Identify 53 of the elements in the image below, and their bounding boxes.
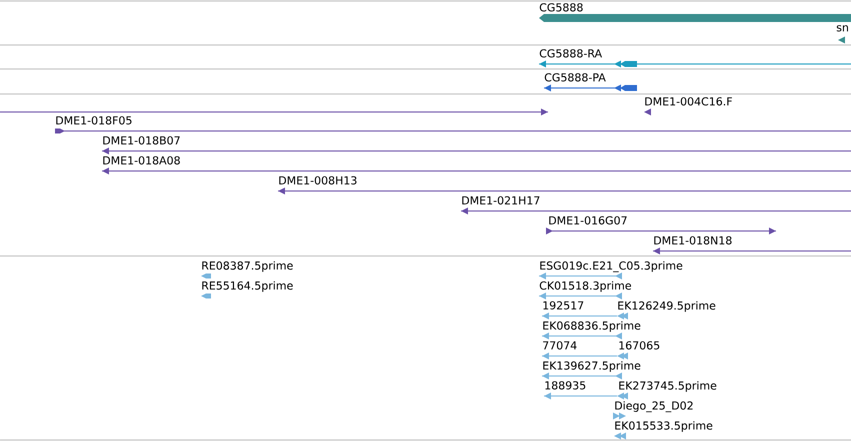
node-label: DME1-021H17 bbox=[462, 196, 540, 205]
gene-feature: 192517 bbox=[542, 301, 618, 320]
gene-feature: 167065 bbox=[617, 341, 660, 360]
node-label: ESG019c.E21_C05.3prime bbox=[540, 261, 682, 272]
node-label: RE55164.5prime bbox=[202, 281, 293, 292]
node-label: CK01518.3prime bbox=[540, 281, 632, 292]
node-label: EK273745.5prime bbox=[619, 381, 716, 392]
node-label: EK139627.5prime bbox=[543, 361, 640, 372]
node-label: EK068836.5prime bbox=[543, 321, 640, 332]
gene-feature: 188935 bbox=[544, 381, 618, 400]
gene-feature: DME1-008H13 bbox=[278, 176, 851, 194]
gene-feature: EK139627.5prime bbox=[542, 361, 640, 380]
node-label: DME1-004C16.F bbox=[645, 97, 732, 106]
gene-feature: DME1-018A08 bbox=[102, 156, 851, 174]
node-label: 192517 bbox=[543, 301, 584, 310]
gene-feature: EK068836.5prime bbox=[542, 321, 640, 340]
gene-feature: DME1-018N18 bbox=[652, 236, 851, 254]
gene-feature: CK01518.3prime bbox=[538, 281, 632, 300]
gene-feature: EK273745.5prime bbox=[617, 381, 716, 400]
node-label: CG5888 bbox=[540, 3, 583, 12]
node-label: Diego_25_D02 bbox=[615, 401, 693, 412]
gene-feature: 77074 bbox=[542, 341, 618, 360]
gene-feature: CG5888-PA bbox=[544, 73, 637, 92]
gene-feature: Diego_25_D02 bbox=[613, 401, 693, 420]
gene-feature: DME1-004C16.F bbox=[644, 97, 732, 116]
gene-feature: sn bbox=[836, 25, 848, 44]
gene-feature: CG5888 bbox=[539, 3, 851, 22]
node-label: RE08387.5prime bbox=[202, 261, 293, 272]
gene-feature bbox=[0, 108, 548, 116]
node-label: sn bbox=[836, 25, 848, 32]
node-label: DME1-018A08 bbox=[103, 156, 180, 165]
node-label: DME1-018F05 bbox=[56, 116, 132, 125]
node-label: 167065 bbox=[619, 341, 660, 350]
gene-feature: ESG019c.E21_C05.3prime bbox=[538, 261, 682, 280]
gene-feature: EK126249.5prime bbox=[617, 301, 716, 320]
gene-feature: RE08387.5prime bbox=[201, 261, 293, 278]
node-label: DME1-018B07 bbox=[103, 136, 180, 145]
node-label: CG5888-PA bbox=[544, 73, 606, 82]
node-label: EK126249.5prime bbox=[618, 301, 716, 312]
gene-feature: DME1-018B07 bbox=[102, 136, 851, 154]
node-label: CG5888-RA bbox=[540, 49, 602, 58]
gene-feature: CG5888-RA bbox=[538, 49, 851, 68]
node-label: EK015533.5prime bbox=[615, 421, 712, 432]
gene-feature: DME1-021H17 bbox=[460, 196, 851, 214]
node-label: DME1-008H13 bbox=[279, 176, 356, 185]
node-label: DME1-016G07 bbox=[549, 216, 627, 225]
node-label: 77074 bbox=[543, 341, 577, 350]
node-label: DME1-018N18 bbox=[654, 236, 732, 245]
gene-feature: EK015533.5prime bbox=[614, 421, 712, 440]
gene-feature: RE55164.5prime bbox=[201, 281, 293, 298]
gene-feature: DME1-016G07 bbox=[546, 216, 776, 234]
node-label: 188935 bbox=[545, 381, 586, 390]
gene-feature: DME1-018F05 bbox=[54, 116, 851, 134]
